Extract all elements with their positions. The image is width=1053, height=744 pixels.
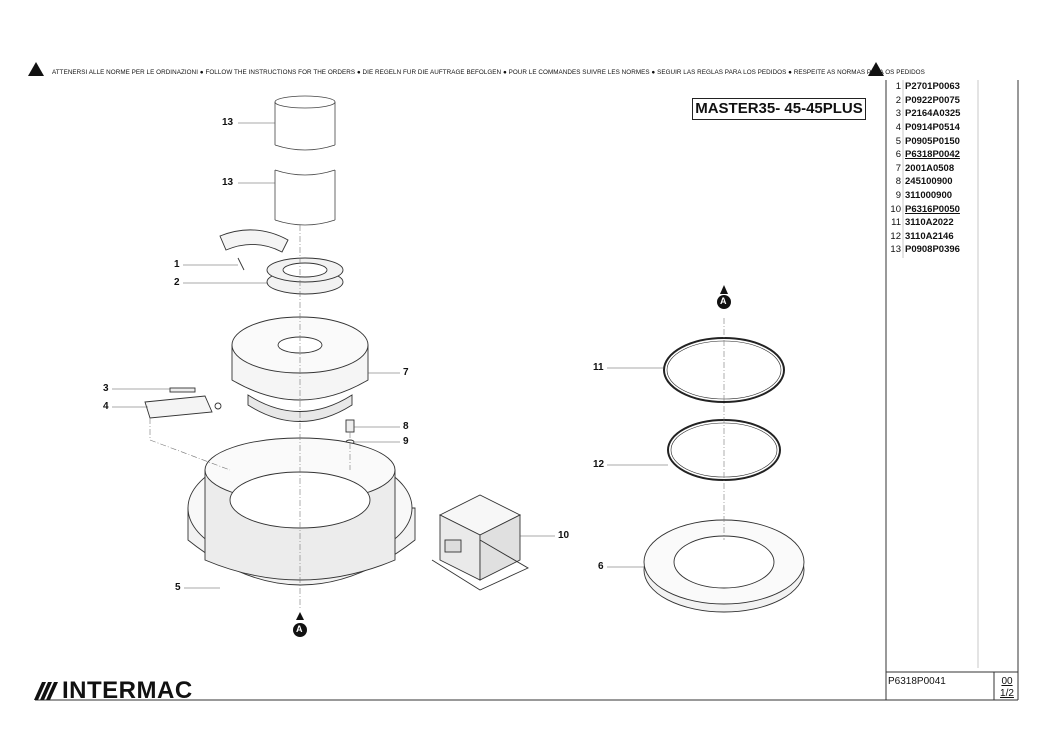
part-code: P2701P0063 — [905, 81, 960, 93]
callout-8: 8 — [403, 421, 409, 432]
flange-6 — [643, 519, 805, 613]
part-number: 6 — [895, 149, 901, 161]
callout-13a: 13 — [222, 117, 234, 128]
part-code: P0914P0514 — [905, 122, 960, 134]
part-code: P6318P0042 — [905, 149, 960, 161]
brand-name: INTERMAC — [62, 677, 193, 704]
bracket-4 — [144, 395, 222, 419]
callout-5: 5 — [175, 582, 181, 593]
callout-7: 7 — [403, 367, 409, 378]
warning-triangle-left-icon — [28, 62, 44, 76]
part-number: 12 — [890, 230, 901, 242]
callout-1: 1 — [174, 259, 180, 270]
callout-11: 11 — [593, 362, 604, 373]
parts-list: 1 P2701P0063 2 P0922P0075 3 P2164A0325 4 P0914P… — [888, 80, 992, 257]
callout-3: 3 — [103, 383, 109, 394]
part-number: 4 — [895, 122, 901, 134]
fitting-8 — [345, 419, 355, 433]
reference-a-left-label: A — [296, 624, 303, 634]
reference-marker-a-left — [293, 612, 307, 637]
sheet-number: 1/2 — [1000, 688, 1014, 699]
reference-marker-a-right — [717, 285, 731, 309]
callout-13b: 13 — [222, 177, 234, 188]
bearing-ring-2 — [266, 257, 344, 295]
parts-list-row: 13 P0908P0396 — [888, 243, 992, 257]
rotary-head-7 — [231, 316, 369, 422]
sleeve-13-bottom — [274, 169, 336, 226]
callout-6: 6 — [598, 561, 604, 572]
part-code: 311000900 — [905, 190, 953, 202]
part-code: P2164A0325 — [905, 108, 961, 120]
parts-list-row: 9 311000900 — [888, 189, 992, 203]
reference-a-right-label: A — [720, 296, 727, 306]
part-number: 10 — [890, 203, 901, 215]
part-code: 245100900 — [905, 176, 953, 188]
parts-list-row: 3 P2164A0325 — [888, 107, 992, 121]
screw-3 — [169, 387, 196, 393]
drawing-title: MASTER35- 45-45PLUS — [692, 98, 866, 120]
parts-list-row: 12 3110A2146 — [888, 230, 992, 244]
part-code: P0908P0396 — [905, 244, 960, 256]
part-number: 11 — [891, 217, 901, 229]
part-number: 5 — [895, 135, 901, 147]
parts-list-row: 1 P2701P0063 — [888, 80, 992, 94]
callout-9: 9 — [403, 436, 409, 447]
part-number: 13 — [890, 244, 901, 256]
part-code: P0905P0150 — [905, 135, 960, 147]
part-number: 3 — [895, 108, 901, 120]
part-code: 3110A2146 — [905, 230, 954, 242]
callout-4: 4 — [103, 401, 109, 412]
parts-list-row: 8 245100900 — [888, 175, 992, 189]
part-number: 1 — [895, 81, 901, 93]
clamp-1 — [219, 229, 289, 271]
parts-list-row: 5 P0905P0150 — [888, 134, 992, 148]
parts-list-row: 6 P6318P0042 — [888, 148, 992, 162]
part-code: P6316P0050 — [905, 203, 960, 215]
part-number: 9 — [895, 190, 901, 202]
callout-12: 12 — [593, 459, 605, 470]
parts-list-row: 10 P6316P0050 — [888, 202, 992, 216]
part-code: P0922P0075 — [905, 94, 960, 106]
parts-list-row: 11 3110A2022 — [888, 216, 992, 230]
part-number: 8 — [895, 176, 901, 188]
intermac-logo: INTERMAC — [34, 677, 193, 705]
callout-10: 10 — [558, 530, 570, 541]
parts-list-row: 2 P0922P0075 — [888, 94, 992, 108]
sleeve-13-top — [274, 95, 336, 151]
parts-list-row: 4 P0914P0514 — [888, 121, 992, 135]
motor-box-10 — [431, 494, 529, 591]
part-code: 3110A2022 — [905, 217, 954, 229]
callout-2: 2 — [174, 277, 180, 288]
warning-triangle-right-icon — [868, 62, 884, 76]
intermac-logo-mark-icon — [34, 682, 58, 700]
parts-list-row: 7 2001A0508 — [888, 162, 992, 176]
drawing-code: P6318P0041 — [888, 676, 946, 687]
part-code: 2001A0508 — [905, 162, 955, 174]
base-housing-5 — [187, 437, 416, 586]
part-number: 7 — [895, 162, 901, 174]
part-number: 2 — [895, 94, 901, 106]
revision-number: 00 — [1001, 676, 1013, 687]
order-instructions: ATTENERSI ALLE NORME PER LE ORDINAZIONI … — [52, 69, 925, 76]
